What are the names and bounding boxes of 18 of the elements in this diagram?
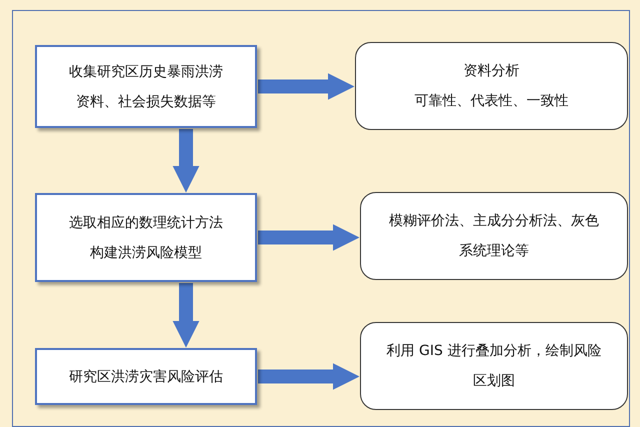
- box-text: 选取相应的数理统计方法构建洪涝风险模型: [68, 214, 224, 262]
- box-text: 资料分析: [464, 62, 520, 81]
- box-text: 研究区洪涝灾害风险评估: [69, 368, 223, 386]
- process-box: [35, 193, 257, 282]
- rounded-box: [360, 322, 628, 410]
- block-arrow: [172, 283, 200, 348]
- box-text: 收集研究区历史暴雨洪涝资料、社会损失数据等: [68, 62, 224, 112]
- block-arrow: [172, 129, 200, 193]
- process-box: [35, 45, 257, 128]
- rounded-box: [360, 192, 628, 280]
- box-text: 模糊评价法、主成分分析法、灰色系统理论等: [388, 212, 600, 261]
- process-box: [35, 348, 257, 405]
- block-arrow: [258, 224, 360, 251]
- rounded-box: [355, 42, 628, 130]
- block-arrow: [258, 363, 360, 390]
- box-text: 利用 GIS 进行叠加分析，绘制风险区划图: [386, 342, 602, 391]
- block-arrow: [258, 73, 355, 100]
- box-text: 可靠性、代表性、一致性: [414, 92, 568, 111]
